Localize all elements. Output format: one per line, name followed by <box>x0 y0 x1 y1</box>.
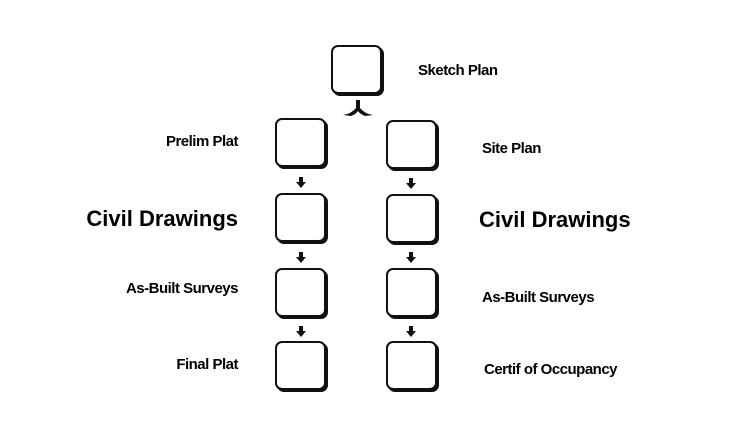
prelim-plat-label: Prelim Plat <box>165 133 239 150</box>
down-arrow-icon <box>406 178 416 189</box>
down-arrow-icon <box>296 177 306 188</box>
as-built-right-box <box>386 268 437 317</box>
as-built-left-box <box>275 268 326 317</box>
split-arrow-icon <box>343 100 373 116</box>
final-plat-box <box>275 341 326 390</box>
site-plan-label: Site Plan <box>482 140 541 157</box>
civil-drawings-right-box <box>386 194 437 243</box>
civil-drawings-left-box <box>275 193 326 242</box>
civil-drawings-left-label: Civil Drawings <box>86 206 238 231</box>
down-arrow-icon <box>406 326 416 337</box>
certif-occupancy-label: Certif of Occupancy <box>484 361 618 378</box>
certif-occupancy-box <box>386 341 437 390</box>
as-built-right-label: As-Built Surveys <box>482 289 595 306</box>
down-arrow-icon <box>406 252 416 263</box>
site-plan-box <box>386 120 437 169</box>
down-arrow-icon <box>296 252 306 263</box>
sketch-plan-box <box>331 45 382 94</box>
final-plat-label: Final Plat <box>176 356 238 373</box>
civil-drawings-right-label: Civil Drawings <box>479 207 631 232</box>
prelim-plat-box <box>275 118 326 167</box>
sketch-plan-label: Sketch Plan <box>418 62 498 79</box>
down-arrow-icon <box>296 326 306 337</box>
as-built-left-label: As-Built Surveys <box>125 280 239 297</box>
